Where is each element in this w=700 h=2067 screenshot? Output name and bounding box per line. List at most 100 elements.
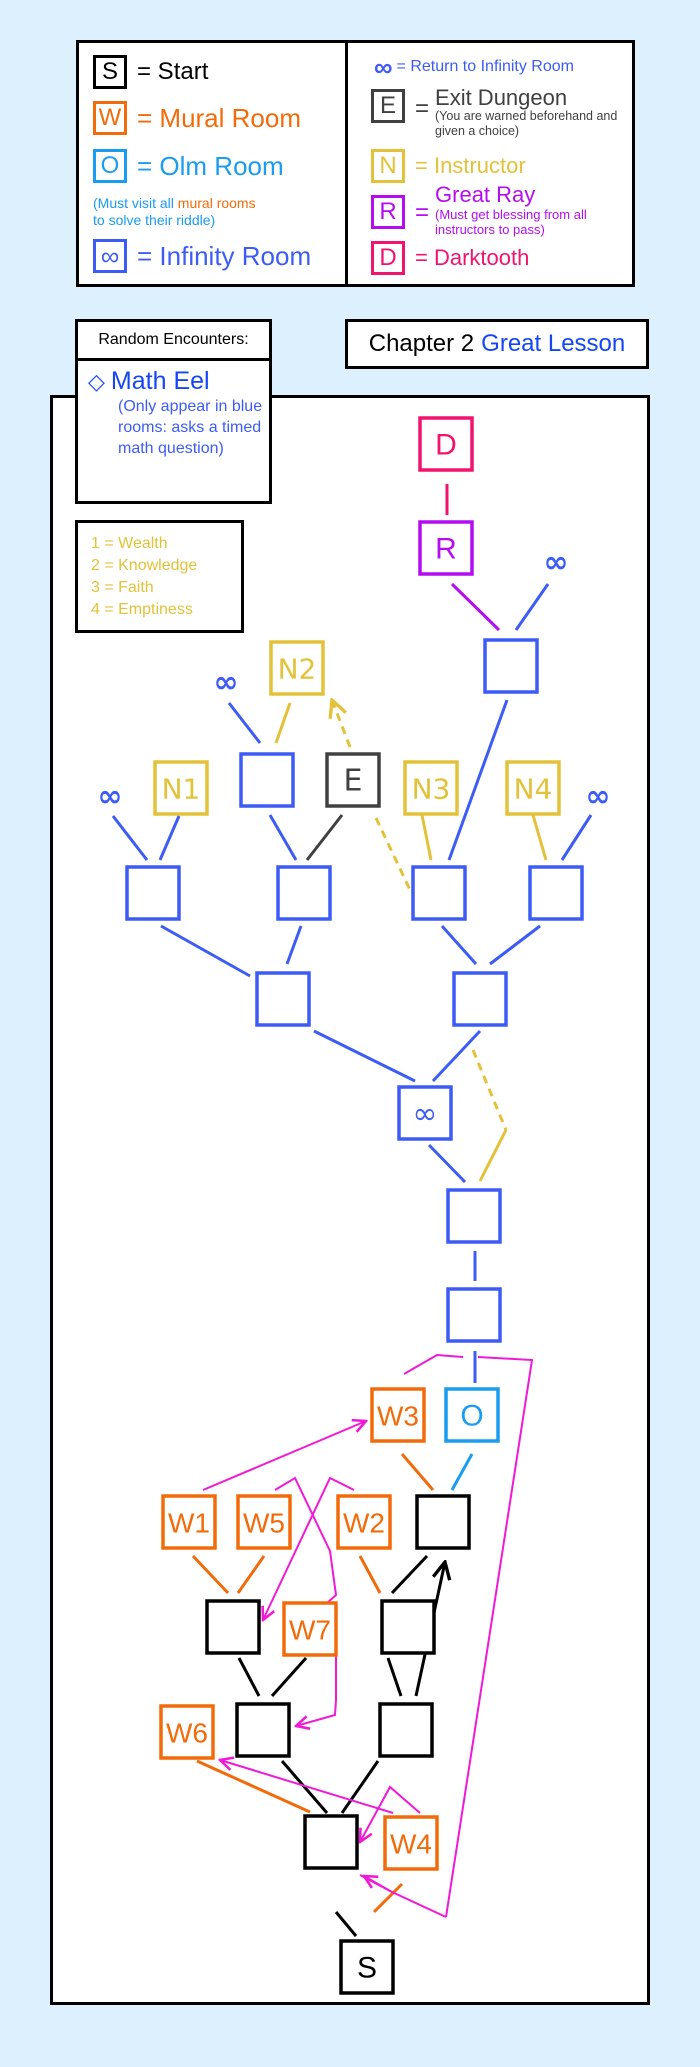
edge [447,699,509,861]
infinity-key-icon: ∞ [93,239,127,273]
edge [313,1029,416,1083]
edge [374,817,413,893]
room-label-w7: W7 [289,1615,331,1646]
room-node [205,1599,261,1655]
exit-key-icon: E [371,89,405,123]
arrow-path [263,1476,355,1620]
room-label-n4: N4 [514,773,553,806]
room-node [303,1814,359,1870]
room-label-w5: W5 [243,1508,285,1539]
room-node [235,1702,291,1758]
legend-start: S = Start [93,55,208,89]
legend-infinity: ∞ = Infinity Room [93,239,311,273]
room-label-w2: W2 [343,1508,385,1539]
edge [427,1143,467,1184]
room-node [239,752,295,808]
edge [236,1555,266,1594]
edge [431,1029,482,1083]
room-node [446,1287,502,1343]
room-node-w1 [161,1494,217,1550]
edge [196,1759,311,1814]
legend-exit: E = Exit Dungeon (You are warned beforeh… [371,87,625,139]
instructor-key-icon: N [371,149,405,183]
legend-start-label: = Start [137,58,209,85]
arrow-path [445,1356,534,1918]
room-label-s: S [357,1952,377,1985]
room-node [452,971,508,1027]
edge [489,924,541,966]
infinity-return-icon: ∞ [586,779,611,814]
edge [340,1760,380,1814]
arrow-path [403,1353,464,1375]
room-node [415,1494,471,1550]
start-key-icon: S [93,55,127,89]
room-node [378,1702,434,1758]
room-label-d: D [435,429,457,462]
room-node-s [339,1939,395,1995]
room-node-e [325,752,381,808]
edge [514,583,550,631]
room-label-w3: W3 [377,1401,419,1432]
room-node-o [444,1387,500,1443]
edge [420,814,433,861]
arrow-path [364,1876,393,1893]
edge [478,1129,508,1182]
legend-darktooth: D = Darktooth [371,241,529,275]
edge [386,1657,403,1697]
room-label-w4: W4 [390,1829,432,1860]
room-node [276,865,332,921]
legend-exit-eq: = [415,95,430,122]
room-node [125,865,181,921]
room-label-w1: W1 [168,1508,210,1539]
edge [285,925,303,965]
room-label-n2: N2 [278,653,317,686]
edge [560,814,593,861]
encounter-name: Math Eel [110,367,210,395]
encounters-panel: Random Encounters: ◇ Math Eel (Only appe… [75,319,272,504]
infinity-return-icon: ∞ [214,665,239,700]
darktooth-key-icon: D [371,241,405,275]
edge [332,700,352,748]
room-node-n1 [153,760,209,816]
edge [400,1453,435,1491]
edge [111,815,149,861]
diamond-icon: ◇ [88,368,105,394]
infinity-return-icon: ∞ [374,52,393,82]
olm-key-icon: O [93,149,127,183]
legend-mural: W = Mural Room [93,101,301,135]
room-node-d [418,416,474,472]
legend-olm-label: = Olm Room [137,150,284,181]
legend-return: ∞ = Return to Infinity Room [374,52,574,82]
room-node-w3 [370,1387,426,1443]
room-node [528,865,584,921]
arrow-path [220,1760,394,1814]
legend-instructor: N = Instructor [371,149,526,183]
instructor-key-1: 1 = Wealth [91,535,168,552]
legend-ray-note: (Must get blessing from all instructors … [435,207,587,237]
edge [280,1760,329,1814]
edge [372,1882,404,1914]
room-node-r [418,520,474,576]
room-node [483,638,539,694]
legend-olm-note: (Must visit all mural rooms to solve the… [93,195,343,229]
room-node-w4 [383,1815,439,1871]
edge [531,814,548,861]
olm-note-highlight: mural rooms [177,195,256,211]
room-label-r: R [435,533,457,566]
edge [158,815,181,861]
room-label-w6: W6 [166,1718,208,1749]
edge [191,1554,230,1595]
legend-ray-eq: = [415,199,430,226]
instructor-key-panel: 1 = Wealth 2 = Knowledge 3 = Faith 4 = E… [75,520,244,633]
room-node-w7 [282,1601,338,1657]
legend-darktooth-label: = Darktooth [415,245,530,270]
room-node-w6 [159,1704,215,1760]
legend-divider [345,43,348,284]
room-node [380,1599,436,1655]
encounters-title: Random Encounters: [78,322,269,361]
edge [268,814,298,861]
edge [358,1555,382,1594]
edge [390,1554,429,1595]
edge [160,924,251,978]
room-node [411,865,467,921]
